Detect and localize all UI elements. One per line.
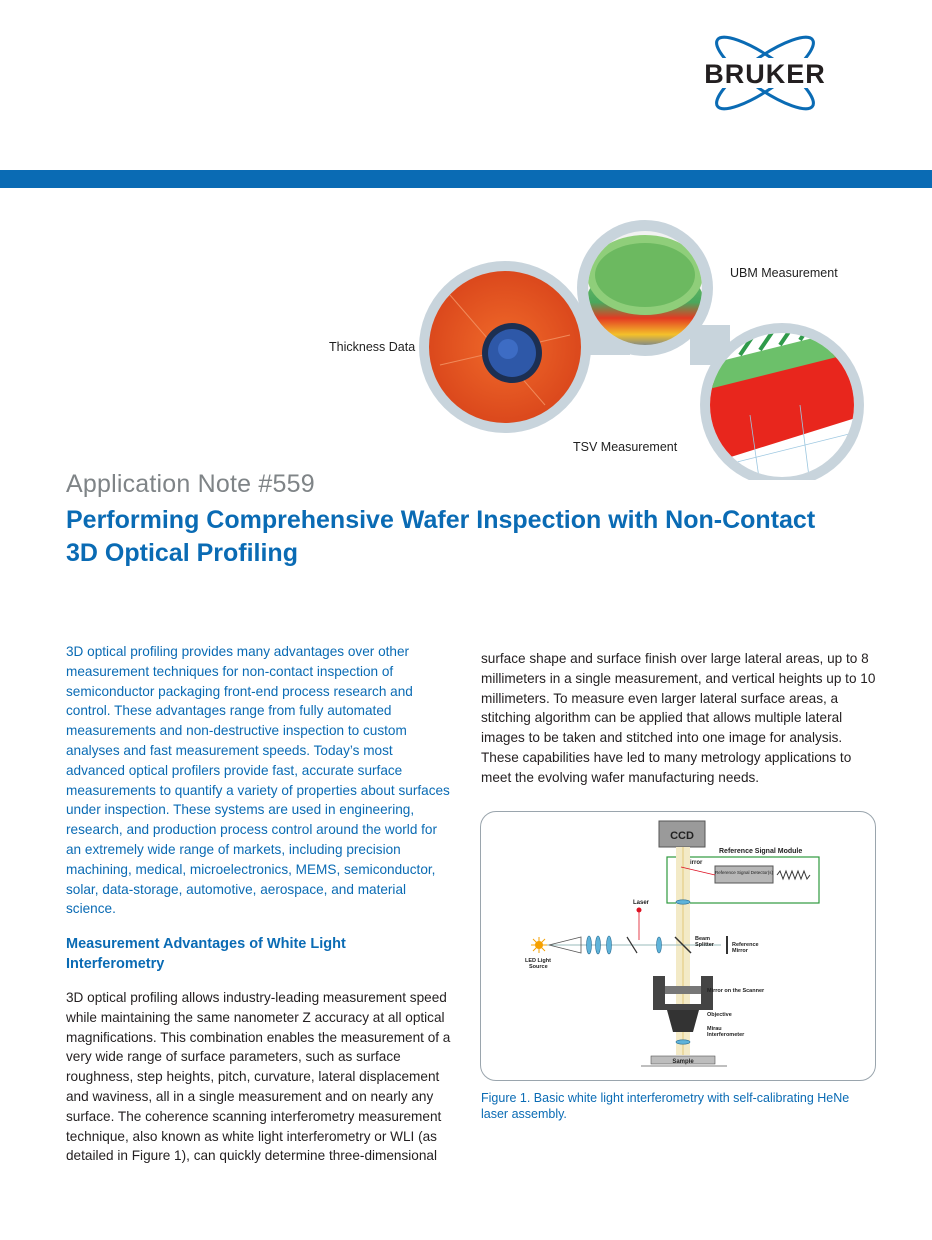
- ccd-box: [658, 820, 706, 848]
- reference-mirror-label-1: Reference: [732, 942, 759, 948]
- mirror-label: Mirror: [685, 860, 703, 866]
- laser-label: Laser: [633, 900, 650, 906]
- ref-module-box: [666, 856, 820, 904]
- beam-splitter-label-1: Beam: [695, 936, 710, 942]
- objective-label: Objective: [707, 1012, 732, 1018]
- section-heading: Measurement Advantages of White Light In…: [66, 936, 346, 972]
- document-title: Performing Comprehensive Wafer Inspectio…: [66, 506, 816, 567]
- app-note-number: Application Note #559: [66, 470, 315, 498]
- hero-image: [300, 215, 932, 487]
- figure-1-diagram: CCD Reference Signal Module Reference Si…: [480, 811, 876, 1081]
- figure-caption: Figure 1. Basic white light interferomet…: [481, 1091, 850, 1121]
- right-paragraph: surface shape and surface finish over la…: [481, 651, 876, 785]
- intro-paragraph: 3D optical profiling provides many advan…: [66, 644, 450, 917]
- caption-ubm: UBM Measurement: [730, 266, 838, 280]
- logo-text: BRUKER: [704, 59, 826, 89]
- caption-thickness: Thickness Data: [329, 340, 416, 354]
- bruker-logo: BRUKER: [690, 30, 840, 116]
- reference-mirror-label-2: Mirror: [732, 948, 749, 954]
- mirau-label-2: Interferometer: [707, 1032, 745, 1038]
- beam-splitter-label-2: Splitter: [695, 942, 715, 948]
- ccd-label: CCD: [670, 830, 694, 842]
- mirau-label-1: Mirau: [707, 1026, 722, 1032]
- caption-tsv: TSV Measurement: [573, 440, 678, 454]
- sample-label: Sample: [672, 1059, 694, 1065]
- led-label-2: Source: [529, 964, 548, 970]
- section-paragraph: 3D optical profiling allows industry-lea…: [66, 990, 451, 1164]
- ref-module-label: Reference Signal Module: [719, 848, 802, 855]
- detector-label: Reference Signal Detector(s): [715, 870, 774, 875]
- mirror-scanner-label: Mirror on the Scanner: [707, 988, 765, 994]
- led-label-1: LED Light: [525, 958, 551, 964]
- header-band: [0, 170, 932, 188]
